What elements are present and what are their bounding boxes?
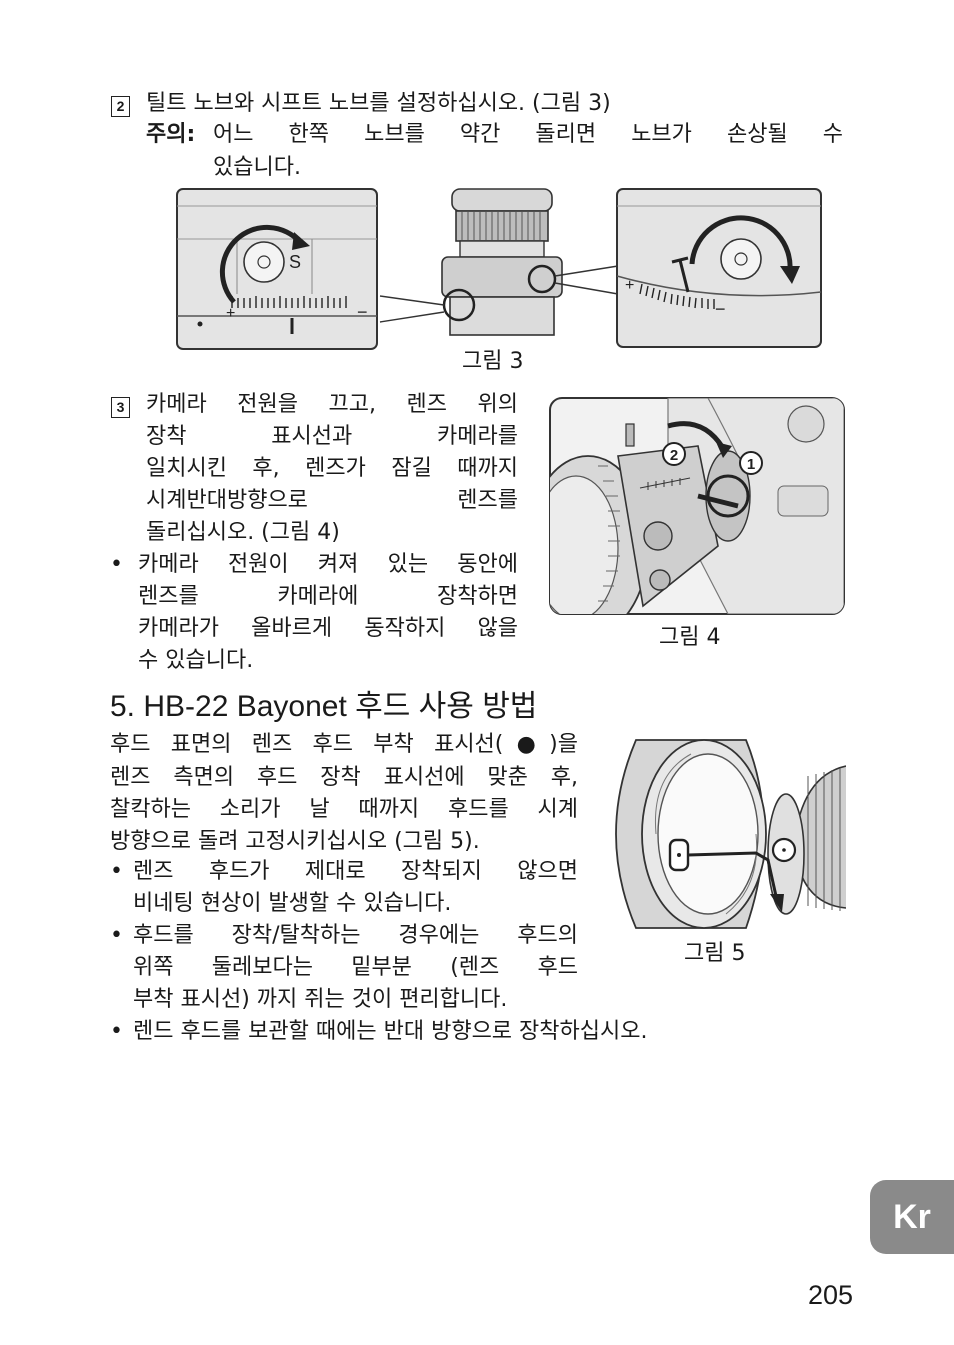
note-label: 주의: bbox=[146, 122, 196, 147]
bullet-power: • bbox=[110, 552, 123, 577]
figure-5-caption: 그림 5 bbox=[684, 941, 746, 966]
step3-line-4: 시계반대방향으로 렌즈를 bbox=[146, 488, 518, 513]
step2-text: 틸트 노브와 시프트 노브를 설정하십시오. (그림 3) bbox=[146, 91, 611, 116]
hood-bullet2-line3: 부착 표시선) 까지 쥐는 것이 편리합니다. bbox=[133, 987, 508, 1012]
step3-line-1: 카메라 전원을 끄고, 렌즈 위의 bbox=[146, 392, 518, 417]
hood-bullet2-line1: 후드를 장착/탈착하는 경우에는 후드의 bbox=[133, 923, 578, 948]
power-line-2: 렌즈를 카메라에 장착하면 bbox=[138, 584, 518, 609]
section-5-heading: 5. HB-22 Bayonet 후드 사용 방법 bbox=[110, 690, 538, 723]
note-text-line2: 있습니다. bbox=[213, 155, 301, 180]
fig4-marker-2: 2 bbox=[670, 447, 678, 464]
section5-para-line-3: 찰칵하는 소리가 날 때까지 후드를 시계 bbox=[110, 797, 578, 822]
fig3-minus-left: − bbox=[357, 302, 368, 322]
step3-line-5: 돌리십시오. (그림 4) bbox=[146, 520, 340, 545]
bullet-hood-2: • bbox=[110, 923, 123, 948]
bullet-hood-1: • bbox=[110, 859, 123, 884]
section5-para-line-4: 방향으로 돌려 고정시키십시오 (그림 5). bbox=[110, 829, 480, 854]
page-number: 205 bbox=[808, 1280, 854, 1310]
fig3-plus-left: + bbox=[226, 305, 235, 322]
fig3-plus-right: + bbox=[625, 277, 634, 294]
power-line-1: 카메라 전원이 켜져 있는 동안에 bbox=[138, 552, 518, 577]
power-line-3: 카메라가 올바르게 동작하지 않을 bbox=[138, 616, 518, 641]
fig4-marker-1: 1 bbox=[747, 456, 755, 473]
figure-4-caption: 그림 4 bbox=[659, 625, 721, 650]
step-number-2: 2 bbox=[111, 96, 130, 117]
step3-line-3: 일치시킨 후, 렌즈가 잠길 때까지 bbox=[146, 456, 518, 481]
power-line-4: 수 있습니다. bbox=[138, 648, 254, 673]
section5-para-line-2: 렌즈 측면의 후드 장착 표시선에 맞춘 후, bbox=[110, 765, 578, 790]
hood-bullet1-line1: 렌즈 후드가 제대로 장착되지 않으면 bbox=[133, 859, 578, 884]
hood-bullet1-line2: 비네팅 현상이 발생할 수 있습니다. bbox=[133, 891, 452, 916]
figure-3-illustration: S + − bbox=[172, 184, 826, 356]
note-text-line1: 어느 한쪽 노브를 약간 돌리면 노브가 손상될 수 bbox=[213, 122, 843, 147]
fig3-minus-right: − bbox=[715, 299, 726, 319]
step3-line-2: 장착 표시선과 카메라를 bbox=[146, 424, 518, 449]
language-tab: Kr bbox=[870, 1180, 954, 1254]
figure-5-illustration bbox=[596, 736, 846, 932]
hood-bullet2-line2: 위쪽 둘레보다는 밑부분 (렌즈 후드 bbox=[133, 955, 578, 980]
section5-para-line-1: 후드 표면의 렌즈 후드 부착 표시선(●)을 bbox=[110, 732, 578, 757]
step-number-3: 3 bbox=[111, 397, 130, 418]
hood-bullet3-line1: 렌드 후드를 보관할 때에는 반대 방향으로 장착하십시오. bbox=[133, 1019, 648, 1044]
figure-3-caption: 그림 3 bbox=[462, 349, 524, 374]
bullet-hood-3: • bbox=[110, 1019, 123, 1044]
figure-4-illustration: 2 1 bbox=[548, 396, 846, 616]
fig3-label-s: S bbox=[289, 252, 301, 272]
